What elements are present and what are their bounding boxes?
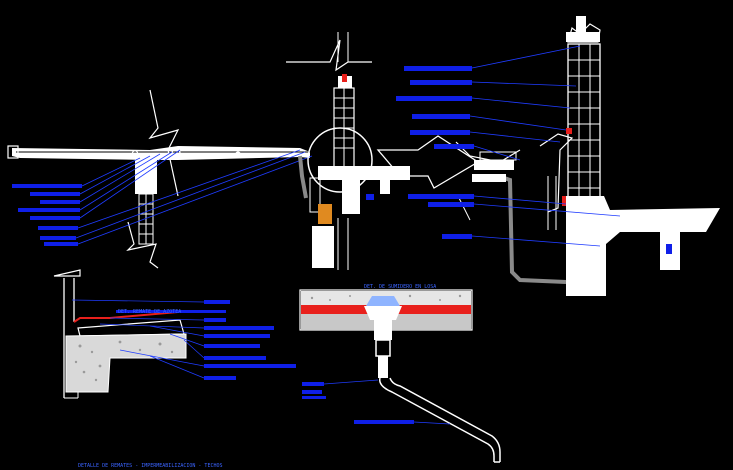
column-block bbox=[135, 158, 157, 194]
callout-group-left bbox=[12, 184, 82, 246]
steel-beam bbox=[318, 204, 332, 224]
concrete-slab bbox=[65, 333, 187, 393]
drain-pipe bbox=[379, 377, 495, 462]
parapet-tower-detail bbox=[396, 16, 720, 296]
roof-parapet-body bbox=[566, 196, 720, 296]
drain-head bbox=[366, 296, 400, 306]
center-detail-title: DET. DE SUMIDERO EN LOSA bbox=[364, 284, 436, 290]
callout-group-bottom-left bbox=[116, 300, 296, 380]
left-detail-title: DET. REMATE DE AZOTEA bbox=[118, 309, 181, 315]
roof-edge-detail bbox=[7, 89, 313, 269]
roof-slab bbox=[12, 146, 310, 160]
parapet-section-detail bbox=[53, 269, 296, 399]
callout-group-right bbox=[396, 66, 474, 239]
gutter-column-detail bbox=[286, 32, 480, 270]
break-line bbox=[148, 89, 180, 197]
direction-arrow bbox=[376, 135, 480, 189]
floor-drain-detail bbox=[299, 289, 501, 463]
footer-caption: DETALLE DE REMATES - IMPERMEABILIZACION … bbox=[78, 463, 223, 469]
